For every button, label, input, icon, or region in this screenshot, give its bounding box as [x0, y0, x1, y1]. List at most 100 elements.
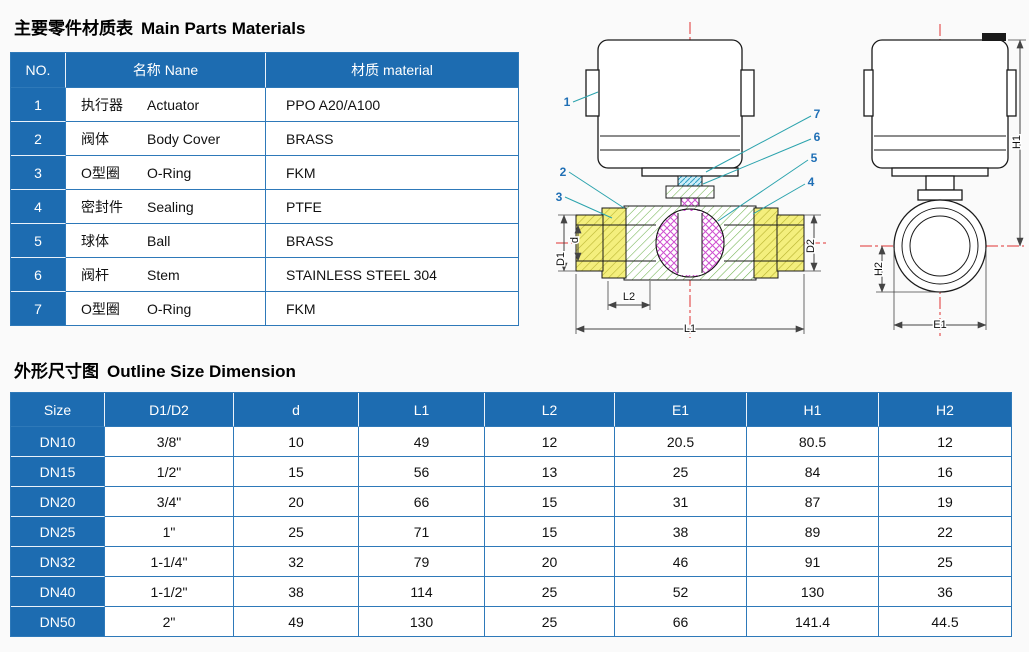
row-number: 2 [11, 122, 66, 156]
cell-h2: 25 [879, 547, 1012, 577]
dim-header-h2: H2 [879, 393, 1012, 427]
cell-e1: 20.5 [615, 427, 747, 457]
table-row: DN40 1-1/2" 38 114 25 52 130 36 [11, 577, 1012, 607]
cell-l2: 13 [485, 457, 615, 487]
callout-5: 5 [811, 151, 818, 165]
front-dimensions: D1 d D2 L2 L1 [554, 214, 821, 337]
part-name-zh: O型圈 [81, 300, 120, 317]
part-name-en: Stem [147, 266, 180, 283]
part-material: BRASS [266, 224, 519, 258]
materials-header-no: NO. [11, 53, 66, 88]
row-number: 6 [11, 258, 66, 292]
dimension-table: Size D1/D2 d L1 L2 E1 H1 H2 DN10 3/8" 10… [10, 392, 1012, 637]
dim-label-l1: L1 [684, 323, 696, 335]
side-view: H1 H2 E1 [860, 24, 1026, 338]
cell-l2: 15 [485, 517, 615, 547]
callout-7: 7 [814, 107, 821, 121]
side-dimensions: H1 H2 E1 [872, 39, 1026, 333]
dim-header-e1: E1 [615, 393, 747, 427]
table-row: DN50 2" 49 130 25 66 141.4 44.5 [11, 607, 1012, 637]
table-row: DN15 1/2" 15 56 13 25 84 16 [11, 457, 1012, 487]
pipe-end-inner [909, 215, 971, 277]
dim-label-l2: L2 [623, 291, 635, 303]
cell-h2: 22 [879, 517, 1012, 547]
part-material: FKM [266, 292, 519, 326]
row-number: 5 [11, 224, 66, 258]
part-name-en: O-Ring [147, 164, 192, 181]
stem-assembly-front [665, 175, 715, 209]
table-row: DN32 1-1/4" 32 79 20 46 91 25 [11, 547, 1012, 577]
cell-l1: 56 [359, 457, 485, 487]
cell-e1: 38 [615, 517, 747, 547]
cell-e1: 46 [615, 547, 747, 577]
callout-6: 6 [814, 130, 821, 144]
callout-4: 4 [808, 175, 815, 189]
callout-1: 1 [564, 95, 571, 109]
row-number: 3 [11, 156, 66, 190]
part-material: FKM [266, 156, 519, 190]
cell-d1d2: 3/8" [105, 427, 234, 457]
part-material: PTFE [266, 190, 519, 224]
cell-h1: 141.4 [747, 607, 879, 637]
part-callouts: 1 2 3 7 6 5 4 [556, 91, 821, 222]
dim-header-l2: L2 [485, 393, 615, 427]
part-name-zh: 球体 [81, 232, 109, 249]
front-view: D1 d D2 L2 L1 1 2 3 7 [554, 22, 826, 338]
callout-2: 2 [560, 165, 567, 179]
cell-h1: 87 [747, 487, 879, 517]
cell-l2: 12 [485, 427, 615, 457]
part-name-en: O-Ring [147, 300, 192, 317]
cell-e1: 31 [615, 487, 747, 517]
cable-gland [982, 33, 1006, 41]
dimension-header-row: Size D1/D2 d L1 L2 E1 H1 H2 [11, 393, 1012, 427]
outline-title-zh: 外形尺寸图 [14, 362, 99, 381]
cell-h2: 19 [879, 487, 1012, 517]
pipe-end-outer [893, 199, 987, 293]
dim-label-d: d [569, 237, 581, 243]
cell-e1: 66 [615, 607, 747, 637]
dim-label-d1: D1 [555, 252, 567, 266]
size-cell: DN32 [11, 547, 105, 577]
dim-header-h1: H1 [747, 393, 879, 427]
part-name-zh: 执行器 [81, 96, 123, 113]
part-name-zh: 密封件 [81, 198, 123, 215]
cell-d: 15 [234, 457, 359, 487]
cell-d1d2: 3/4" [105, 487, 234, 517]
dim-header-l1: L1 [359, 393, 485, 427]
cell-d: 25 [234, 517, 359, 547]
part-name-cell: O型圈 O-Ring [66, 292, 266, 326]
cell-l2: 25 [485, 577, 615, 607]
materials-header-row: NO. 名称 Nane 材质 material [11, 53, 519, 88]
cell-e1: 25 [615, 457, 747, 487]
part-name-zh: 阀体 [81, 130, 109, 147]
dim-label-d2: D2 [805, 239, 817, 253]
cell-d1d2: 1" [105, 517, 234, 547]
cell-d: 20 [234, 487, 359, 517]
part-material: PPO A20/A100 [266, 88, 519, 122]
part-material: STAINLESS STEEL 304 [266, 258, 519, 292]
table-row: 7 O型圈 O-Ring FKM [11, 292, 519, 326]
cell-l1: 49 [359, 427, 485, 457]
row-number: 7 [11, 292, 66, 326]
size-cell: DN15 [11, 457, 105, 487]
valve-body-side [893, 175, 987, 293]
size-cell: DN20 [11, 487, 105, 517]
cell-d1d2: 1/2" [105, 457, 234, 487]
dim-label-h2: H2 [873, 262, 885, 276]
cell-l1: 114 [359, 577, 485, 607]
cell-l1: 130 [359, 607, 485, 637]
callout-3: 3 [556, 190, 563, 204]
pipe-end-mid [901, 207, 979, 285]
